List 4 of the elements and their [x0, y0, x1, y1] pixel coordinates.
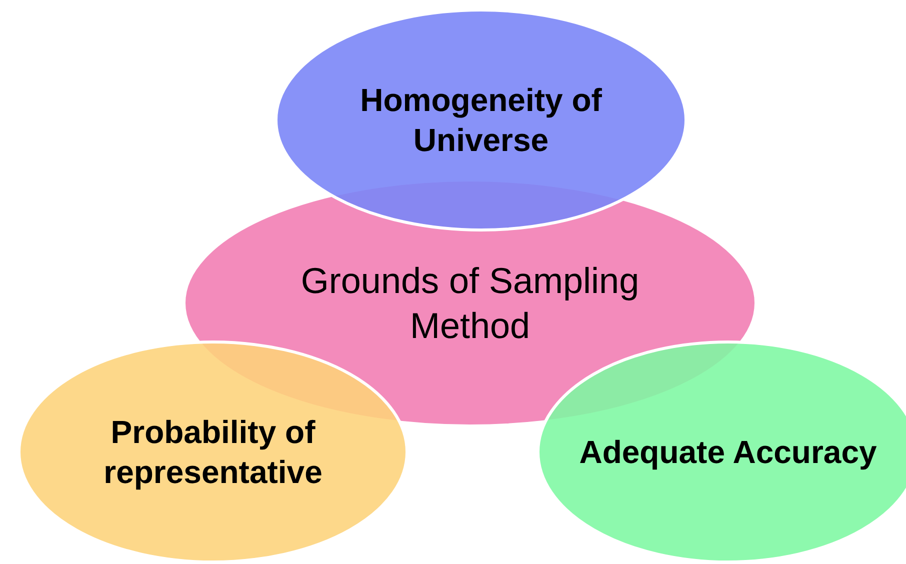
ellipse-label: Adequate Accuracy — [578, 433, 878, 472]
ellipse-label: Homogeneity of Universe — [359, 81, 603, 160]
ellipse-label: Grounds of Sampling Method — [300, 259, 640, 348]
ellipse-label: Probability of representative — [102, 413, 324, 492]
